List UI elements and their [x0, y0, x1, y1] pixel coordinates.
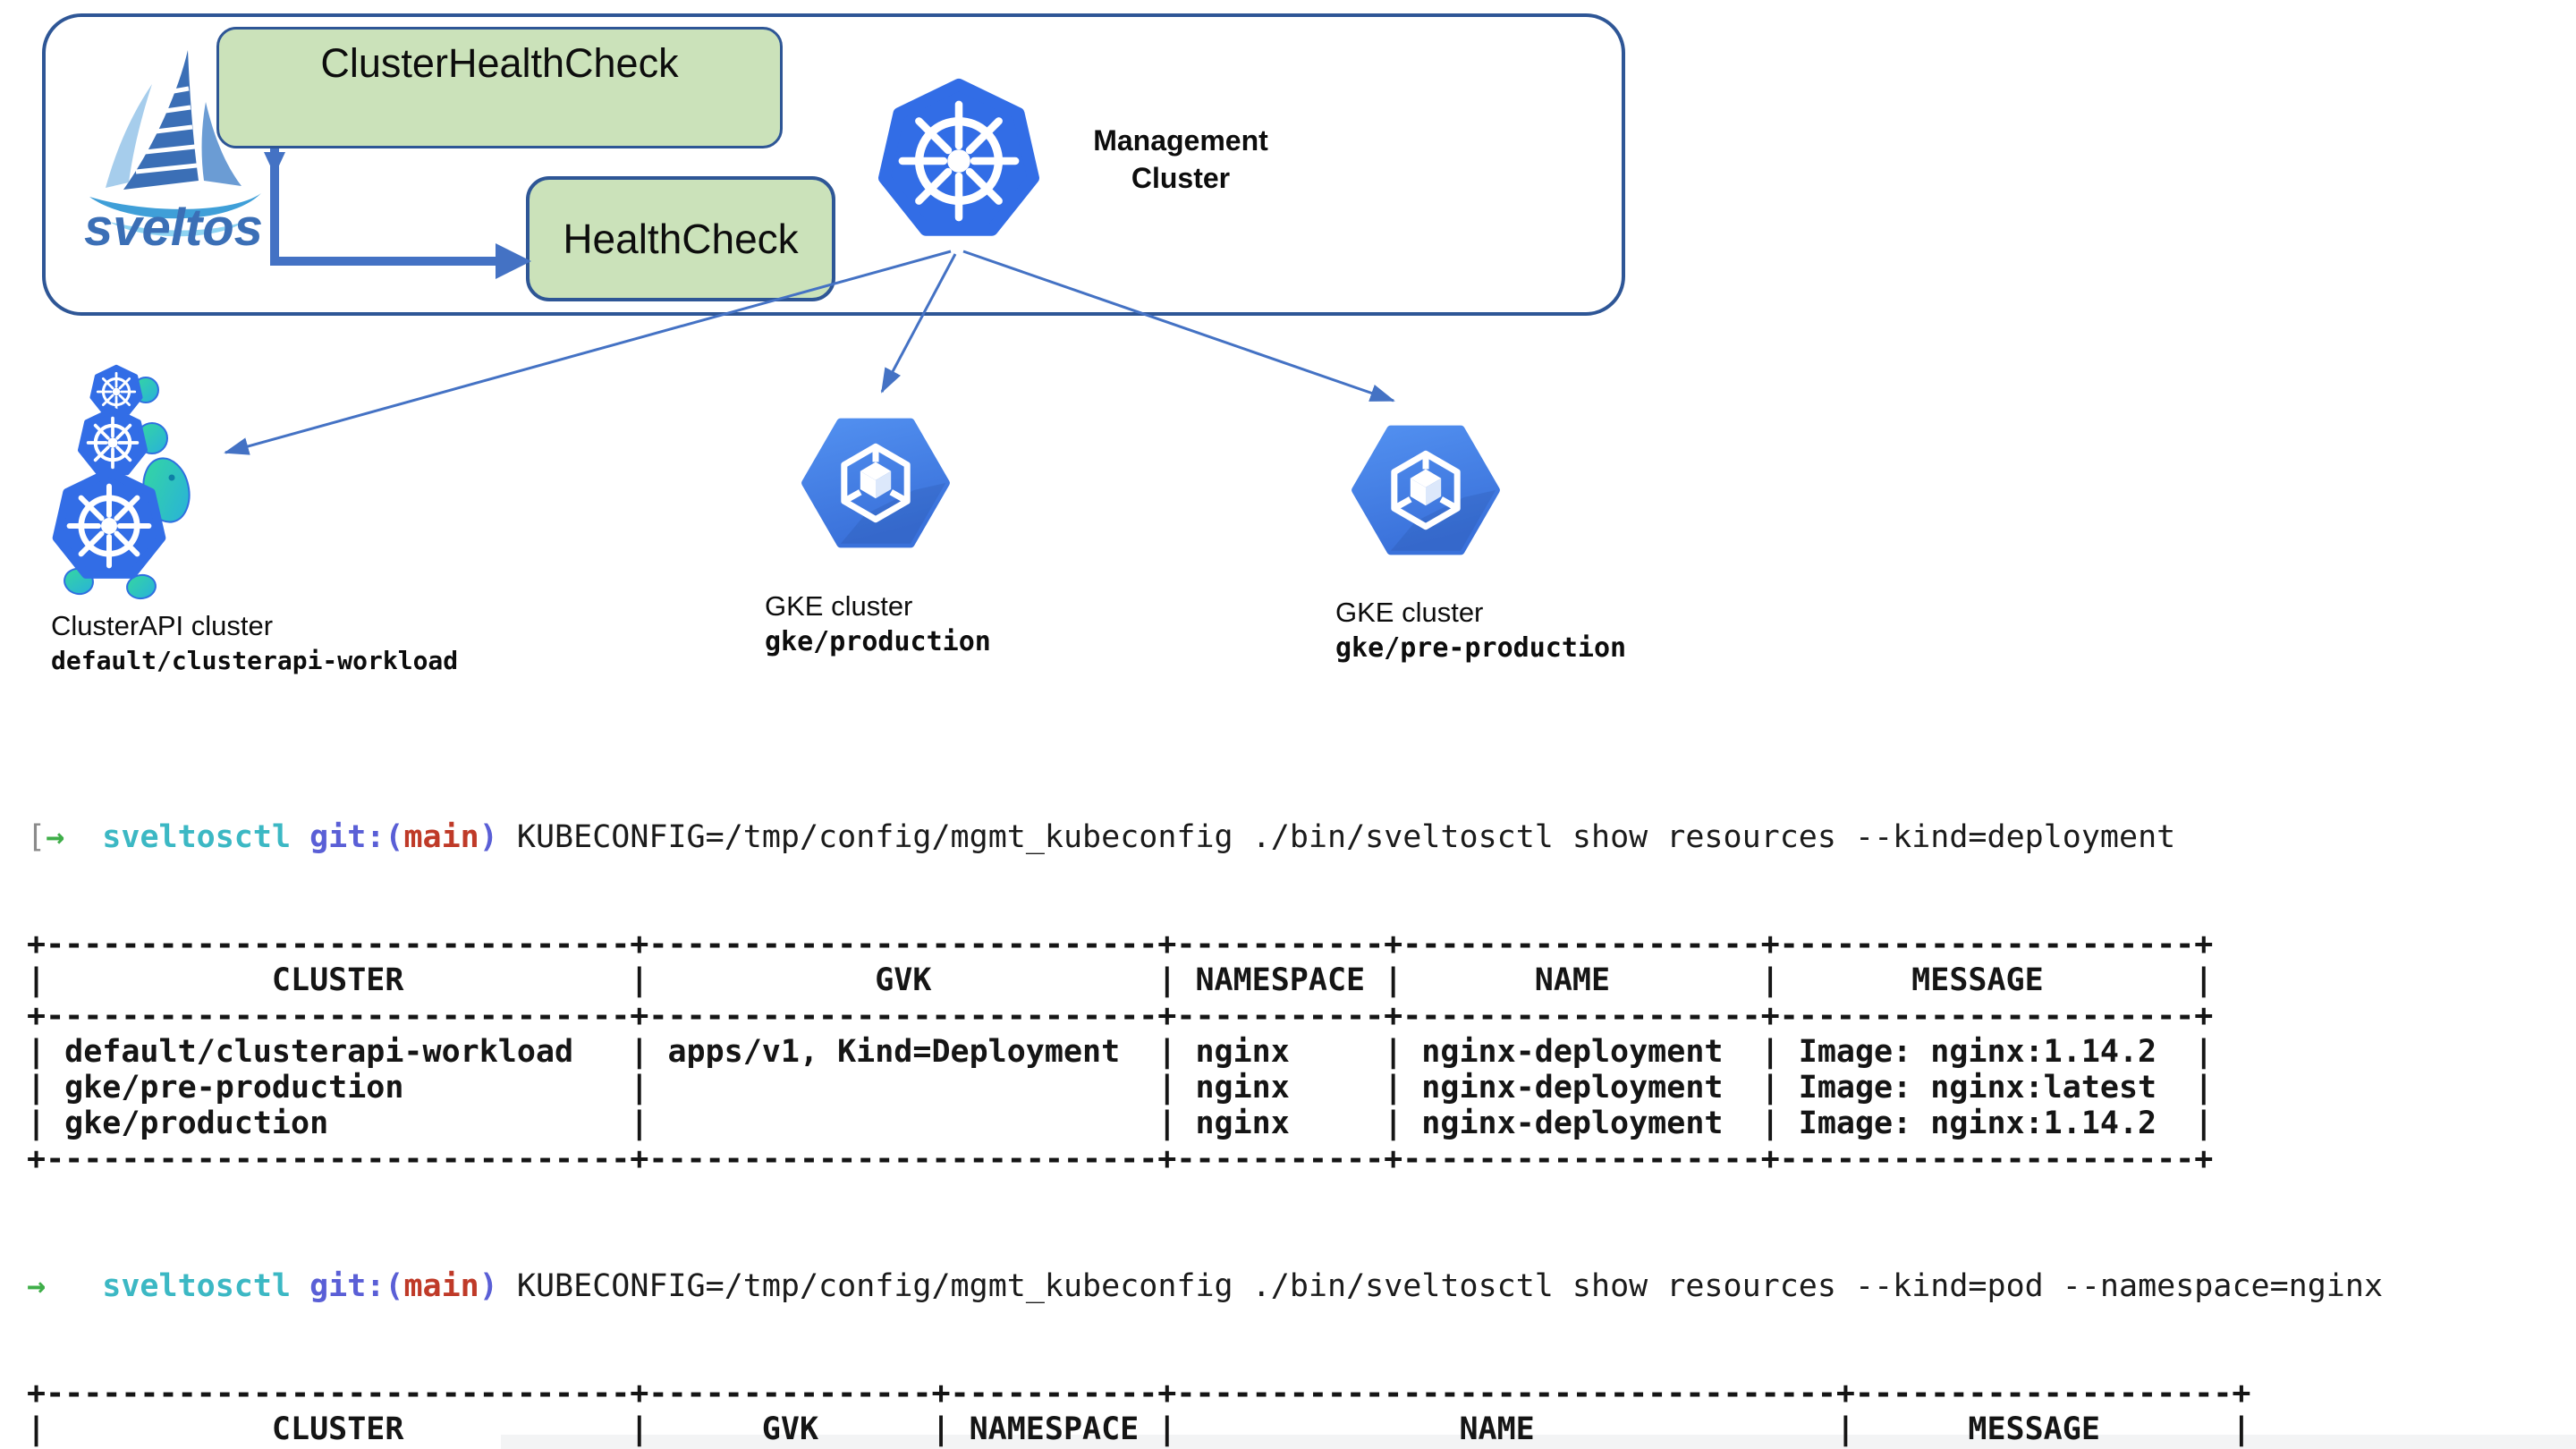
prompt-arrow-icon: → [46, 819, 65, 855]
prompt-arrow-icon: → [27, 1268, 47, 1304]
healthcheck-label: HealthCheck [563, 216, 799, 262]
gke-icon-pre-production [1349, 411, 1503, 569]
gke-pre-production-type-label: GKE cluster [1335, 597, 1484, 628]
healthcheck-box: HealthCheck [526, 176, 835, 301]
command-deployment: KUBECONFIG=/tmp/config/mgmt_kubeconfig .… [516, 819, 2176, 855]
resources-pod-table: +-------------------------------+-------… [27, 1376, 2251, 1449]
gke-production-cluster-name: gke/production [765, 626, 991, 657]
gke-production-type-label: GKE cluster [765, 590, 913, 622]
clusterapi-turtle-icon [52, 356, 191, 600]
command-pods: KUBECONFIG=/tmp/config/mgmt_kubeconfig .… [516, 1268, 2384, 1304]
sveltos-logo: sveltos [84, 50, 263, 257]
gke-pre-production-cluster-name: gke/pre-production [1335, 632, 1627, 664]
shell-prompt-line-1: [→ sveltosctl git:(main) KUBECONFIG=/tmp… [27, 819, 2383, 855]
prompt-app-name: sveltosctl [64, 819, 310, 855]
prompt-git-close: ) [479, 819, 517, 855]
prompt-git-open: git:( [309, 819, 404, 855]
clusterhealthcheck-label: ClusterHealthCheck [320, 40, 679, 86]
background-strip [501, 1435, 2576, 1449]
shell-prompt-line-2: → sveltosctl git:(main) KUBECONFIG=/tmp/… [27, 1268, 2383, 1304]
prompt-app-name: sveltosctl [46, 1268, 310, 1304]
clusterapi-cluster-name: default/clusterapi-workload [51, 646, 459, 675]
management-cluster-label: Management Cluster [1093, 124, 1268, 194]
prompt-bracket: [ [27, 819, 47, 855]
resources-deployment-table: +-------------------------------+-------… [27, 927, 2214, 1177]
prompt-git-branch: main [403, 1268, 479, 1304]
kubernetes-icon [868, 70, 1050, 252]
sveltos-logo-text: sveltos [84, 199, 263, 257]
prompt-git-open: git:( [309, 1268, 404, 1304]
prompt-git-close: ) [479, 1268, 517, 1304]
clusterapi-type-label: ClusterAPI cluster [51, 610, 274, 641]
gke-icon-production [799, 404, 953, 562]
clusterhealthcheck-box: ClusterHealthCheck [216, 27, 783, 148]
terminal-output: [→ sveltosctl git:(main) KUBECONFIG=/tmp… [27, 748, 2383, 1449]
prompt-git-branch: main [403, 819, 479, 855]
